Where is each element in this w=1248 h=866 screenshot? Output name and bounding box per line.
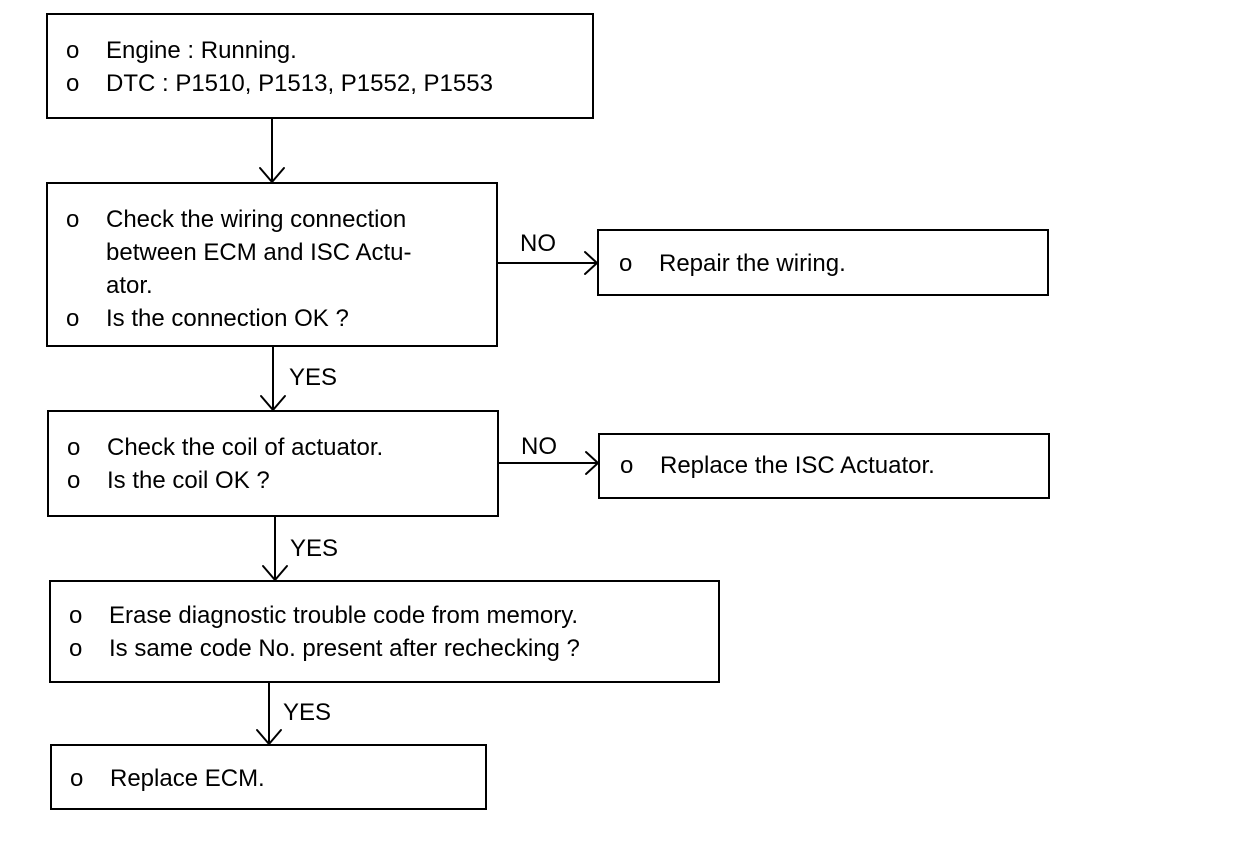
- label-yes-wiring: YES: [289, 364, 338, 391]
- step-line: Check the wiring connection: [106, 206, 407, 233]
- step-line: Is same code No. present after recheckin…: [109, 635, 580, 662]
- bullet-marker: o: [67, 467, 81, 494]
- step-engine-running-box: o Engine : Running. o DTC : P1510, P1513…: [46, 13, 594, 119]
- step-line: Engine : Running.: [106, 37, 297, 64]
- bullet-marker: o: [620, 452, 634, 479]
- step-erase-dtc-box: o Erase diagnostic trouble code from mem…: [49, 580, 720, 683]
- action-repair-wiring-box: o Repair the wiring.: [597, 229, 1049, 296]
- step-line: Check the coil of actuator.: [107, 434, 384, 461]
- step-replace-ecm-box: o Replace ECM.: [50, 744, 487, 810]
- action-line: Replace the ISC Actuator.: [660, 452, 935, 479]
- action-replace-actuator-box: o Replace the ISC Actuator.: [598, 433, 1050, 499]
- step-line: Is the connection OK ?: [106, 305, 349, 332]
- bullet-marker: o: [69, 635, 83, 662]
- bullet-marker: o: [619, 250, 633, 277]
- label-yes-dtc: YES: [283, 699, 332, 726]
- bullet-marker: o: [66, 305, 80, 332]
- bullet-marker: o: [70, 765, 84, 792]
- step-line: between ECM and ISC Actu-: [106, 239, 412, 266]
- label-no-coil: NO: [521, 433, 557, 460]
- bullet-marker: o: [66, 70, 80, 97]
- step-line: DTC : P1510, P1513, P1552, P1553: [106, 70, 493, 97]
- bullet-marker: o: [67, 434, 81, 461]
- step-line: ator.: [106, 272, 153, 299]
- step-line: Is the coil OK ?: [107, 467, 270, 494]
- step-check-coil-box: o Check the coil of actuator. o Is the c…: [47, 410, 499, 517]
- bullet-marker: o: [66, 206, 80, 233]
- step-line: Erase diagnostic trouble code from memor…: [109, 602, 579, 629]
- step-line: Replace ECM.: [110, 765, 265, 792]
- bullet-marker: o: [66, 37, 80, 64]
- step-check-wiring-box: o Check the wiring connection between EC…: [46, 182, 498, 347]
- action-line: Repair the wiring.: [659, 250, 846, 277]
- bullet-marker: o: [69, 602, 83, 629]
- label-yes-coil: YES: [290, 535, 339, 562]
- label-no-wiring: NO: [520, 230, 556, 257]
